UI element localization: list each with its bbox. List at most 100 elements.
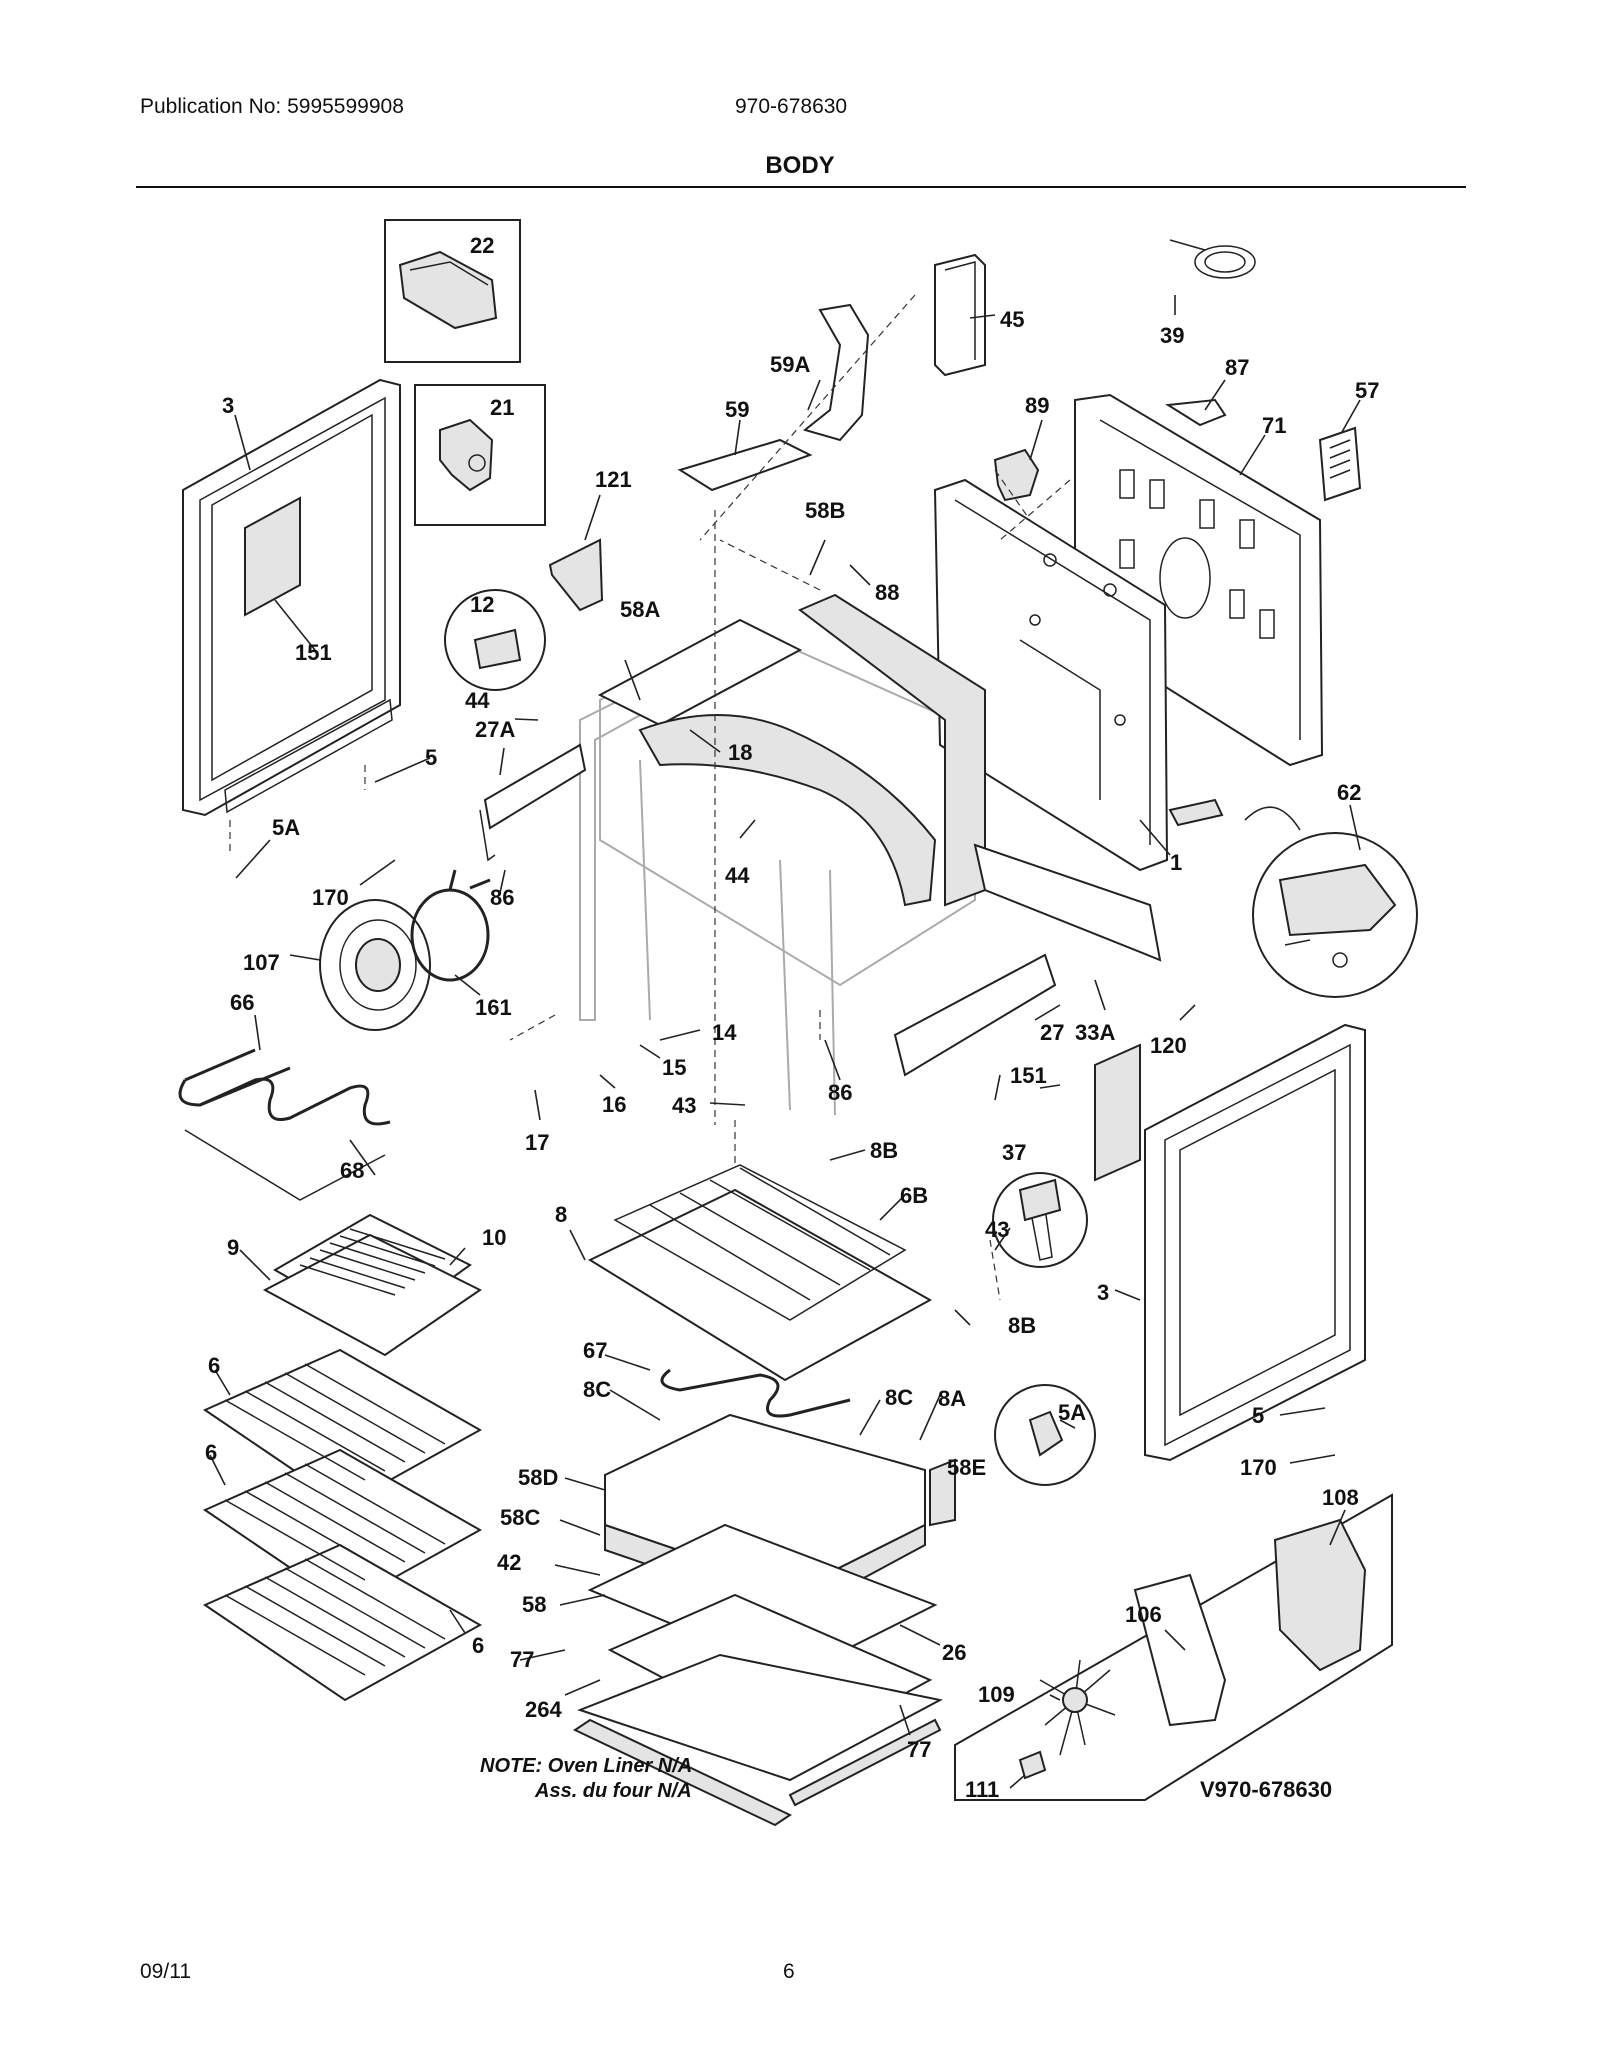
part-21-box (414, 384, 546, 526)
label-plate-57 (1318, 426, 1362, 502)
bracket-45 (934, 253, 986, 377)
label-264: 264 (525, 1697, 562, 1722)
label-109: 109 (978, 1682, 1015, 1707)
title-rule (136, 186, 1466, 188)
side-panel-right (1094, 1023, 1366, 1462)
ring-element-161 (410, 869, 491, 982)
leveling-leg-5A-detail (994, 1384, 1096, 1486)
back-frame-1 (933, 478, 1169, 872)
publication-number: Publication No: 5995599908 (140, 95, 404, 118)
model-number: 970-678630 (735, 95, 848, 118)
section-title: BODY (765, 152, 835, 179)
label-6B: 6B (900, 1183, 928, 1208)
label-120: 120 (1150, 1033, 1187, 1058)
assembly-dash-lines (229, 294, 1071, 1301)
footer-date: 09/11 (140, 1960, 191, 1983)
label-18: 18 (728, 740, 752, 765)
label-77-left: 77 (510, 1647, 534, 1672)
broil-element-67 (660, 1368, 851, 1418)
drawer-assembly (572, 1413, 956, 1827)
label-15: 15 (662, 1055, 686, 1080)
broiler-grid-8-6B (587, 1164, 933, 1382)
label-16: 16 (602, 1092, 626, 1117)
bracket-89 (993, 448, 1040, 502)
lamp-socket-12-detail (444, 589, 546, 691)
label-170-left: 170 (312, 885, 349, 910)
label-26: 26 (942, 1640, 966, 1665)
label-58A: 58A (620, 597, 660, 622)
label-59A: 59A (770, 352, 810, 377)
label-86-left: 86 (490, 885, 514, 910)
label-6-a: 6 (208, 1353, 220, 1378)
bake-element-66 (178, 1048, 391, 1126)
leader-lines (209, 295, 1361, 1789)
label-8B-bot: 8B (1008, 1313, 1036, 1338)
rail-27 (893, 953, 1057, 1077)
label-59: 59 (725, 397, 749, 422)
terminal-block-62-detail (1168, 798, 1418, 998)
label-108: 108 (1322, 1485, 1359, 1510)
label-45: 45 (1000, 307, 1024, 332)
footer-page-number: 6 (783, 1960, 795, 1983)
label-44-top: 44 (465, 688, 490, 713)
bracket-121 (548, 538, 604, 612)
label-17: 17 (525, 1130, 549, 1155)
label-58E: 58E (947, 1455, 986, 1480)
label-21: 21 (490, 395, 514, 420)
label-12: 12 (470, 592, 494, 617)
rail-27A (479, 743, 587, 862)
label-8C-left: 8C (583, 1377, 611, 1402)
convection-fan-assembly-box (954, 1493, 1393, 1801)
label-77-right: 77 (907, 1737, 931, 1762)
label-27A: 27A (475, 717, 515, 742)
label-88: 88 (875, 580, 899, 605)
label-111: 111 (965, 1777, 999, 1802)
power-cord-39 (1169, 239, 1256, 279)
label-9: 9 (227, 1235, 239, 1260)
label-8A: 8A (938, 1386, 966, 1411)
label-43-small: 43 (672, 1093, 696, 1118)
label-8C-right: 8C (885, 1385, 913, 1410)
label-5A-left: 5A (272, 815, 300, 840)
label-58D: 58D (518, 1465, 558, 1490)
label-3-left: 3 (222, 393, 234, 418)
label-107: 107 (243, 950, 280, 975)
label-58C: 58C (500, 1505, 540, 1530)
label-57: 57 (1355, 378, 1379, 403)
part-labels: 22 21 3 151 5 5A 170 12 44 27A 121 58A 5… (205, 233, 1379, 1802)
note-line-2: Ass. du four N/A (534, 1780, 692, 1802)
label-58B: 58B (805, 498, 845, 523)
label-67: 67 (583, 1338, 607, 1363)
label-39: 39 (1160, 323, 1184, 348)
broil-pan-9-10 (262, 1213, 482, 1357)
label-37: 37 (1002, 1140, 1026, 1165)
label-6-b: 6 (205, 1440, 217, 1465)
label-151-left: 151 (295, 640, 332, 665)
label-10: 10 (482, 1225, 506, 1250)
label-43-circle: 43 (985, 1217, 1009, 1242)
label-8B-top: 8B (870, 1138, 898, 1163)
label-121: 121 (595, 467, 632, 492)
label-14: 14 (712, 1020, 737, 1045)
label-66: 66 (230, 990, 254, 1015)
label-33A: 33A (1075, 1020, 1115, 1045)
label-89: 89 (1025, 393, 1049, 418)
label-106: 106 (1125, 1602, 1162, 1627)
label-42: 42 (497, 1550, 521, 1575)
screw-43-detail (992, 1172, 1088, 1268)
note-line-1: NOTE: Oven Liner N/A (480, 1755, 692, 1777)
label-170-right: 170 (1240, 1455, 1277, 1480)
label-5-right: 5 (1252, 1403, 1264, 1428)
label-71: 71 (1262, 413, 1286, 438)
label-44-mid: 44 (725, 863, 750, 888)
label-8: 8 (555, 1202, 567, 1227)
bracket-87 (1165, 398, 1227, 427)
label-68: 68 (340, 1158, 364, 1183)
side-panel-left (182, 378, 401, 817)
label-86-mid: 86 (828, 1080, 852, 1105)
label-58: 58 (522, 1592, 546, 1617)
fan-cover-107 (319, 899, 431, 1031)
label-161: 161 (475, 995, 512, 1020)
label-3-right: 3 (1097, 1280, 1109, 1305)
label-5A-right: 5A (1058, 1400, 1086, 1425)
